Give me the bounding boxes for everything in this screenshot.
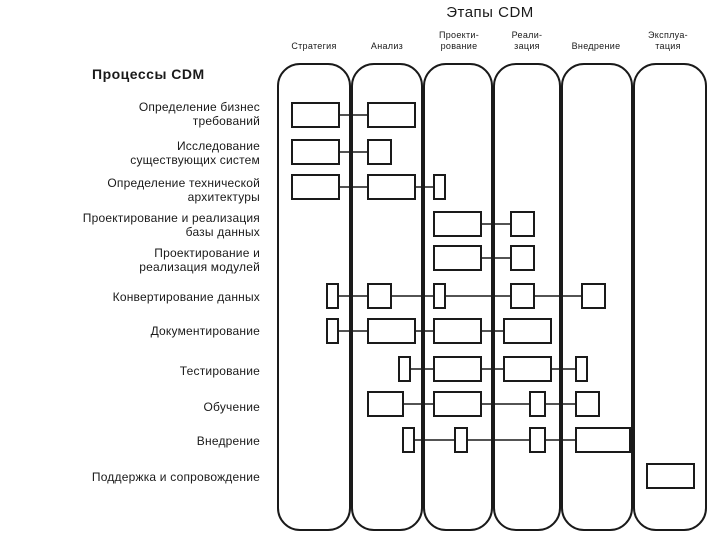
activity-box — [291, 102, 340, 128]
activity-box — [510, 245, 535, 271]
process-label-modules: Проектирование и реализация модулей — [139, 246, 260, 274]
activity-box — [510, 211, 535, 237]
activity-box — [398, 356, 411, 382]
process-label-existing-systems: Исследование существующих систем — [130, 139, 260, 167]
activity-box — [367, 102, 416, 128]
activity-box — [575, 427, 631, 453]
activity-box — [575, 356, 588, 382]
activity-box — [433, 318, 482, 344]
stage-column-build — [493, 63, 561, 531]
activity-box — [367, 283, 392, 309]
activity-box — [503, 318, 552, 344]
activity-box — [402, 427, 415, 453]
stage-column-strategy — [277, 63, 351, 531]
activity-box — [326, 283, 339, 309]
stage-header-analysis: Анализ — [370, 41, 404, 51]
process-label-data-conversion: Конвертирование данных — [112, 290, 260, 304]
process-label-training: Обучение — [203, 400, 260, 414]
activity-box — [326, 318, 339, 344]
activity-box — [367, 139, 392, 165]
activity-box — [291, 139, 340, 165]
activity-box — [433, 174, 446, 200]
stage-header-transition: Внедрение — [571, 41, 621, 51]
activity-box — [575, 391, 600, 417]
activity-box — [503, 356, 552, 382]
stage-header-design: Проекти- рование — [438, 30, 480, 51]
processes-title: Процессы CDM — [92, 66, 205, 82]
activity-box — [433, 356, 482, 382]
process-label-technical-architecture: Определение технической архитектуры — [107, 176, 260, 204]
stage-header-production: Эксплуа- тация — [648, 30, 688, 51]
stage-column-transition — [561, 63, 633, 531]
activity-box — [581, 283, 606, 309]
process-label-documentation: Документирование — [150, 324, 260, 338]
activity-box — [367, 391, 404, 417]
activity-box — [433, 211, 482, 237]
process-label-transition: Внедрение — [196, 434, 260, 448]
activity-box — [646, 463, 695, 489]
stage-column-analysis — [351, 63, 423, 531]
activity-box — [529, 427, 546, 453]
activity-box — [510, 283, 535, 309]
activity-box — [454, 427, 468, 453]
process-label-business-requirements: Определение бизнес требований — [138, 100, 260, 128]
process-label-support: Поддержка и сопровождение — [91, 470, 260, 484]
stages-title: Этапы CDM — [446, 4, 534, 21]
activity-box — [367, 318, 416, 344]
activity-box — [433, 283, 446, 309]
process-label-database: Проектирование и реализация базы данных — [82, 211, 260, 239]
process-label-testing: Тестирование — [179, 364, 260, 378]
stage-column-production — [633, 63, 707, 531]
activity-box — [291, 174, 340, 200]
activity-box — [433, 391, 482, 417]
activity-box — [529, 391, 546, 417]
stage-column-design — [423, 63, 493, 531]
activity-box — [433, 245, 482, 271]
activity-box — [367, 174, 416, 200]
stage-header-strategy: Стратегия — [291, 41, 337, 51]
stage-header-build: Реали- зация — [511, 30, 543, 51]
